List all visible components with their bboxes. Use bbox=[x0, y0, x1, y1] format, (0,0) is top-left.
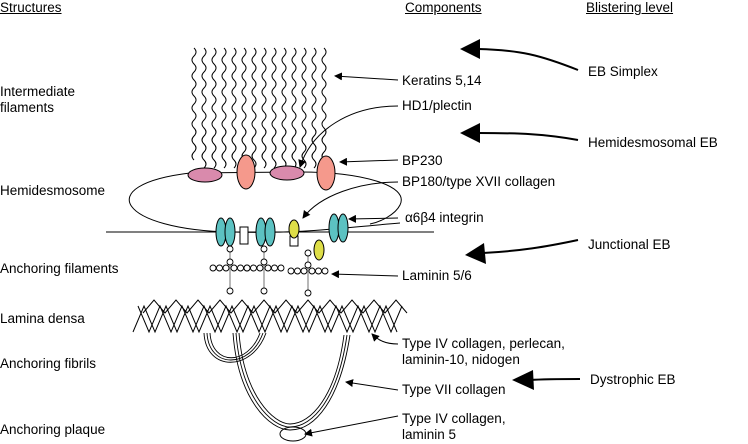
keratin-filament bbox=[201, 47, 207, 169]
integrin-pair bbox=[255, 217, 276, 247]
component-integrin: α6β4 integrin bbox=[405, 210, 484, 225]
component-keratins: Keratins 5,14 bbox=[402, 73, 482, 88]
plectin-ellipse bbox=[187, 167, 223, 183]
keratin-filament bbox=[261, 47, 267, 169]
lamina-zigzag bbox=[137, 304, 403, 334]
component-anchoring-plaque: Type IV collagen, laminin 5 bbox=[402, 411, 506, 443]
intermediate-filaments bbox=[191, 47, 327, 169]
blister-dystrophic-eb: Dystrophic EB bbox=[590, 372, 676, 387]
dystrophic-arrow bbox=[529, 378, 581, 381]
bp180-ellipse bbox=[313, 239, 325, 261]
structure-label-line: Intermediate bbox=[0, 84, 76, 99]
component-label-line: Type IV collagen, perlecan, bbox=[402, 336, 565, 351]
component-label-line: laminin 5 bbox=[402, 427, 457, 442]
keratin-filament bbox=[291, 47, 297, 169]
keratin-filament bbox=[191, 47, 197, 161]
blister-junctional-eb: Junctional EB bbox=[588, 237, 671, 252]
structure-lamina-densa: Lamina densa bbox=[0, 311, 85, 326]
structure-anchoring-fibrils: Anchoring fibrils bbox=[0, 356, 97, 371]
header-structures: Structures bbox=[0, 0, 62, 15]
plectin-ellipse bbox=[269, 165, 305, 181]
header-blistering-level: Blistering level bbox=[586, 0, 674, 15]
blister-hemidesmosomal-eb: Hemidesmosomal EB bbox=[588, 135, 718, 150]
integrin-pair bbox=[215, 217, 236, 247]
structure-intermediate-filaments: Intermediate filaments bbox=[0, 84, 75, 116]
keratin-filament bbox=[321, 47, 327, 169]
structure-anchoring-filaments: Anchoring filaments bbox=[0, 261, 119, 276]
component-label-line: Type IV collagen, bbox=[402, 411, 506, 426]
component-label-line: laminin-10, nidogen bbox=[402, 352, 520, 367]
laminin-cross bbox=[243, 245, 285, 295]
component-pointers bbox=[298, 72, 399, 437]
component-bp230: BP230 bbox=[402, 153, 443, 168]
lamina-densa-mesh bbox=[132, 299, 408, 334]
junctional-arrow bbox=[482, 239, 579, 254]
keratin-filament bbox=[281, 47, 287, 169]
transmembrane-rect bbox=[239, 226, 249, 245]
bp180-ellipse bbox=[288, 219, 300, 239]
anchoring-plaque-ellipse bbox=[279, 426, 307, 442]
blistering-arrowheads bbox=[460, 39, 534, 390]
keratin-filament bbox=[271, 47, 277, 169]
component-plectin: HD1/plectin bbox=[402, 98, 472, 113]
eb-simplex-arrow bbox=[477, 48, 579, 71]
hemidesmosomal-arrow bbox=[477, 132, 579, 141]
keratin-filament bbox=[301, 47, 307, 169]
laminin-crosses bbox=[209, 245, 329, 297]
structure-hemidesmosome: Hemidesmosome bbox=[0, 183, 106, 198]
header-components: Components bbox=[405, 0, 482, 15]
structure-label-line: filaments bbox=[0, 100, 55, 115]
blistering-arrows bbox=[477, 48, 581, 381]
blister-eb-simplex: EB Simplex bbox=[588, 64, 658, 79]
bp230-ellipse bbox=[236, 154, 256, 190]
component-laminin-5-6: Laminin 5/6 bbox=[402, 268, 472, 283]
component-bp180: BP180/type XVII collagen bbox=[402, 174, 556, 189]
component-lamina-densa: Type IV collagen, perlecan, laminin-10, … bbox=[402, 336, 565, 368]
keratin-filament bbox=[211, 47, 217, 169]
laminin-cross bbox=[209, 245, 251, 295]
laminin-cross bbox=[287, 249, 329, 297]
keratin-filament bbox=[231, 47, 237, 169]
keratin-filament bbox=[221, 47, 227, 169]
keratin-filament bbox=[241, 47, 247, 169]
lamina-zigzag bbox=[142, 299, 408, 314]
structure-anchoring-plaque: Anchoring plaque bbox=[0, 422, 106, 437]
lamina-zigzag bbox=[132, 304, 398, 334]
keratin-filament bbox=[251, 47, 257, 169]
anchoring-fibrils bbox=[203, 332, 351, 431]
keratin-filament bbox=[311, 47, 317, 169]
bp230-ellipse bbox=[316, 155, 336, 191]
component-type-vii-collagen: Type VII collagen bbox=[402, 382, 506, 397]
integrin-pair bbox=[328, 213, 349, 243]
